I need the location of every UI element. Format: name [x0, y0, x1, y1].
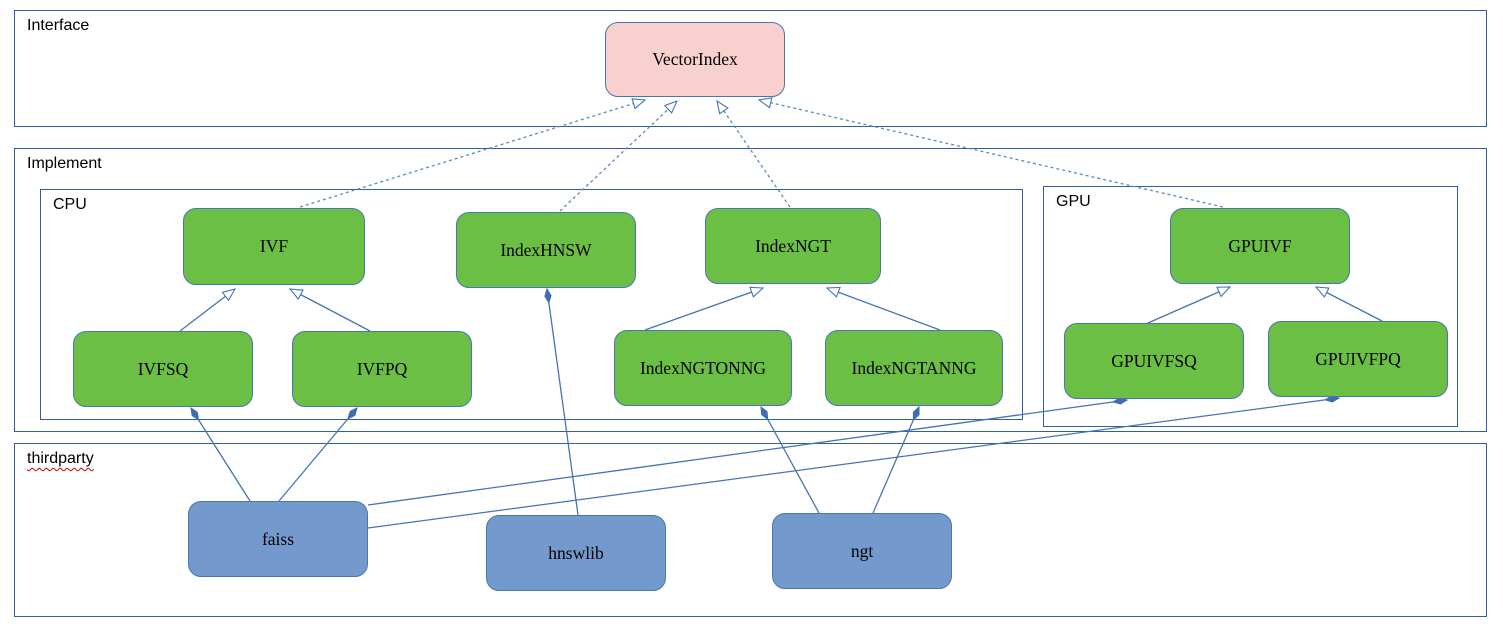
group-thirdparty: thirdparty	[14, 443, 1487, 617]
edge-composition-faiss-gpuivfsq	[367, 400, 1127, 506]
group-thirdparty-label: thirdparty	[27, 450, 94, 467]
node-ivfpq-label: IVFPQ	[356, 358, 408, 379]
node-gpuivf-label: GPUIVF	[1228, 235, 1292, 256]
group-implement-label: Implement	[27, 155, 102, 172]
group-interface: Interface	[14, 10, 1487, 127]
edge-generalization-gpuivfpq-gpuivf	[1316, 287, 1383, 322]
node-indexhnsw: IndexHNSW	[456, 212, 636, 288]
node-vectorindex-label: VectorIndex	[652, 49, 738, 69]
node-hnswlib-label: hnswlib	[548, 542, 604, 563]
node-gpuivfsq: GPUIVFSQ	[1064, 323, 1244, 399]
edge-realization-indexngt-vectorindex	[717, 101, 791, 208]
edge-realization-ivf-vectorindex	[299, 100, 645, 208]
node-ngt-label: ngt	[850, 540, 874, 561]
node-gpuivf: GPUIVF	[1170, 208, 1350, 284]
node-hnswlib: hnswlib	[486, 515, 666, 591]
node-indexngtonng: IndexNGTONNG	[614, 330, 792, 406]
edge-realization-gpuivf-vectorindex	[759, 100, 1224, 208]
node-indexngt-label: IndexNGT	[755, 235, 831, 256]
node-faiss: faiss	[188, 501, 368, 577]
edge-generalization-indexngtanng-indexngt	[827, 288, 941, 331]
node-indexngtanng: IndexNGTANNG	[825, 330, 1003, 406]
node-gpuivfpq-label: GPUIVFPQ	[1315, 348, 1401, 369]
edge-generalization-ivfpq-ivf	[290, 289, 371, 332]
node-ivfpq: IVFPQ	[292, 331, 472, 407]
node-ivfsq: IVFSQ	[73, 331, 253, 407]
edge-generalization-indexngtonng-indexngt	[644, 288, 763, 331]
node-indexngt: IndexNGT	[705, 208, 881, 284]
node-ivf-label: IVF	[259, 236, 289, 256]
edge-composition-faiss-ivfpq	[278, 408, 357, 502]
node-ivf: IVF	[183, 208, 365, 285]
node-indexhnsw-label: IndexHNSW	[500, 239, 592, 260]
node-indexngtonng-label: IndexNGTONNG	[639, 357, 767, 378]
edge-generalization-ivfsq-ivf	[179, 289, 235, 332]
group-interface-label: Interface	[27, 17, 90, 34]
node-vectorindex: VectorIndex	[605, 22, 785, 97]
group-cpu: CPU	[40, 189, 1023, 420]
edge-generalization-gpuivfsq-gpuivf	[1147, 286, 1230, 324]
node-gpuivfpq: GPUIVFPQ	[1268, 321, 1448, 397]
group-implement: Implement	[14, 148, 1487, 432]
edge-composition-faiss-gpuivfpq	[367, 398, 1339, 529]
node-indexngtanng-label: IndexNGTANNG	[851, 357, 977, 378]
edge-composition-faiss-ivfsq	[191, 408, 251, 502]
edge-composition-ngt-indexngtonng	[761, 407, 820, 514]
group-gpu-label: GPU	[1056, 193, 1091, 210]
node-gpuivfsq-label: GPUIVFSQ	[1111, 350, 1197, 371]
node-faiss-label: faiss	[261, 528, 295, 549]
edge-composition-ngt-indexngtanng	[872, 407, 920, 514]
group-cpu-label: CPU	[53, 196, 87, 213]
node-ngt: ngt	[772, 513, 952, 589]
edge-composition-hnswlib-indexhnsw	[547, 289, 579, 516]
edge-realization-indexhnsw-vectorindex	[559, 101, 677, 212]
group-gpu: GPU	[1043, 186, 1458, 427]
node-ivfsq-label: IVFSQ	[137, 358, 189, 379]
